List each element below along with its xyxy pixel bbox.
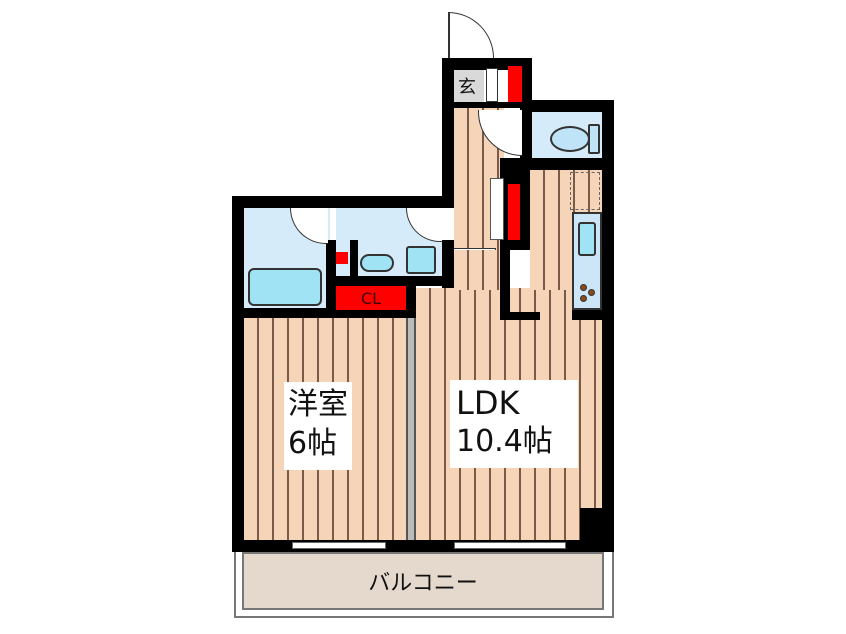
wall xyxy=(406,284,416,320)
closet: CL xyxy=(336,286,406,310)
ldk-name: LDK xyxy=(456,384,520,422)
wall xyxy=(500,312,540,320)
sliding-partition[interactable] xyxy=(406,318,416,540)
stove-burner xyxy=(580,295,587,302)
fridge-space xyxy=(570,172,600,210)
wall xyxy=(520,100,614,112)
washroom-storage xyxy=(336,252,348,264)
toilet-tank xyxy=(588,124,600,154)
kitchen-sink xyxy=(578,222,596,256)
wall xyxy=(326,240,336,320)
wall xyxy=(454,102,532,108)
window-ldk[interactable] xyxy=(454,542,566,549)
window-western-room[interactable] xyxy=(292,542,386,549)
bathtub xyxy=(248,268,322,306)
washing-machine xyxy=(406,246,436,274)
balcony: バルコニー xyxy=(242,552,604,610)
hall-closet xyxy=(508,184,520,240)
wall xyxy=(442,240,454,288)
hall-closet-doors xyxy=(490,178,504,240)
stove-burner xyxy=(580,284,587,291)
wall xyxy=(232,196,454,208)
wall xyxy=(500,158,614,170)
wall xyxy=(572,310,604,320)
wall xyxy=(336,276,442,286)
entry-door-swing xyxy=(448,12,494,60)
ldk-size: 10.4帖 xyxy=(456,424,553,459)
western-room-size: 6帖 xyxy=(288,426,338,461)
wall xyxy=(350,240,358,280)
balcony-label: バルコニー xyxy=(368,571,478,596)
wall xyxy=(602,100,614,552)
washbasin xyxy=(360,254,394,272)
wall xyxy=(520,58,532,108)
toilet-bowl xyxy=(550,126,590,152)
western-room-label: 洋室 6帖 xyxy=(284,382,352,470)
entrance xyxy=(454,70,484,102)
wall xyxy=(520,110,532,164)
wall xyxy=(244,308,414,318)
entrance-label: 玄 xyxy=(458,77,476,98)
entrance-shoebox-door xyxy=(486,68,498,102)
hall-floor-lower xyxy=(454,250,502,290)
wall xyxy=(232,196,244,552)
closet-label: CL xyxy=(360,288,382,308)
pillar xyxy=(580,508,604,544)
ldk-label: LDK 10.4帖 xyxy=(450,380,578,468)
wall xyxy=(500,250,510,320)
shoe-cabinet xyxy=(508,66,522,102)
western-room-name: 洋室 xyxy=(288,387,348,422)
wall xyxy=(442,58,454,208)
stove-burner xyxy=(588,289,595,296)
